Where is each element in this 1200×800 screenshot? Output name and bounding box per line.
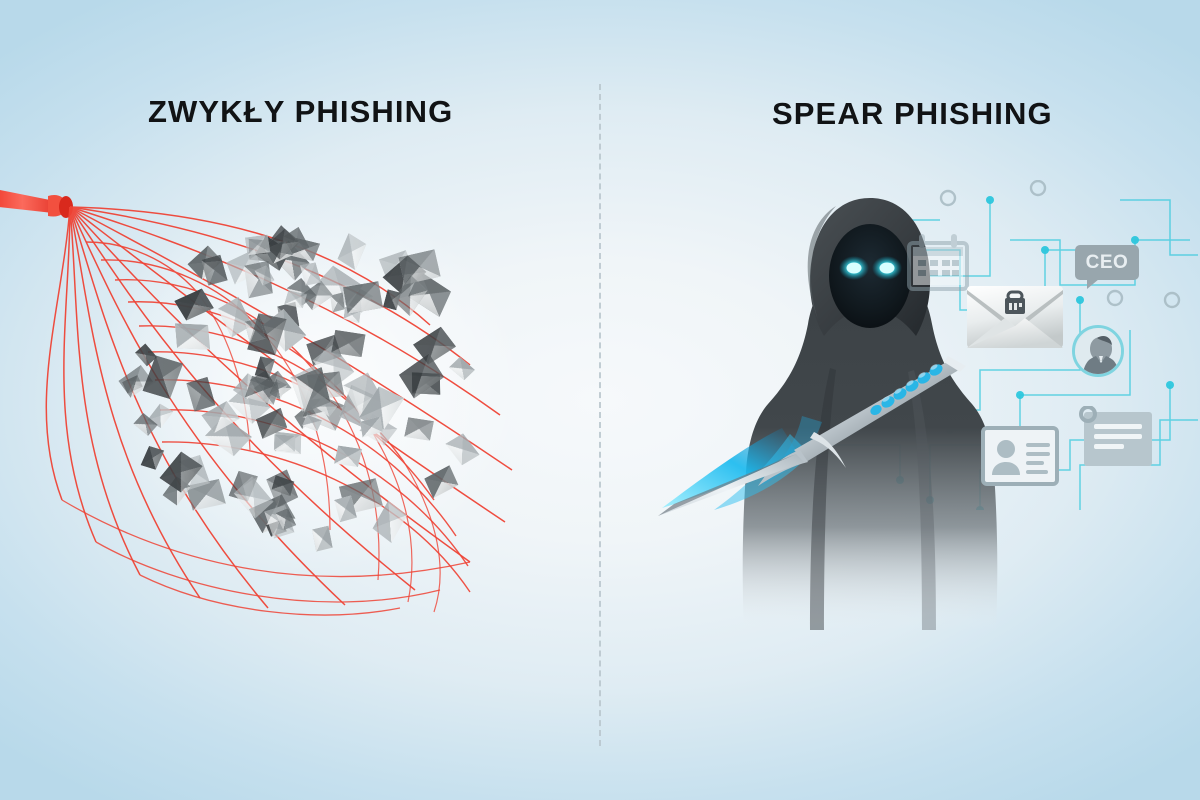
envelope [331, 330, 365, 357]
spear-phishing-illustration: CEO [620, 150, 1200, 630]
calendar-icon [907, 234, 969, 291]
id-card-icon [981, 426, 1059, 486]
envelope [174, 288, 214, 320]
ceo-speech-bubble: CEO [1075, 245, 1139, 289]
envelope [244, 234, 270, 255]
envelope [449, 357, 475, 380]
ordinary-phishing-illustration [0, 150, 590, 620]
envelope [343, 281, 383, 314]
envelope [405, 417, 435, 441]
envelope [337, 233, 366, 270]
envelope [445, 433, 479, 465]
person-avatar-icon [1072, 325, 1124, 377]
left-panel-title: ZWYKŁY PHISHING [148, 94, 454, 129]
ceo-label: CEO [1085, 251, 1129, 273]
envelope [383, 290, 401, 311]
panel-divider [599, 84, 601, 746]
envelope [201, 255, 228, 286]
envelope [186, 376, 216, 411]
envelope [312, 526, 333, 552]
caught-envelopes-cluster [0, 150, 590, 620]
hooded-attacker-figure [742, 198, 998, 630]
spear-weapon [658, 356, 966, 516]
mail-envelope-icon [967, 286, 1063, 348]
envelope [140, 446, 164, 470]
envelope [424, 465, 458, 498]
document-icon [1079, 406, 1152, 466]
envelope [334, 445, 362, 467]
envelope [175, 323, 210, 350]
right-panel-title: SPEAR PHISHING [772, 96, 1053, 131]
envelope [274, 434, 296, 452]
